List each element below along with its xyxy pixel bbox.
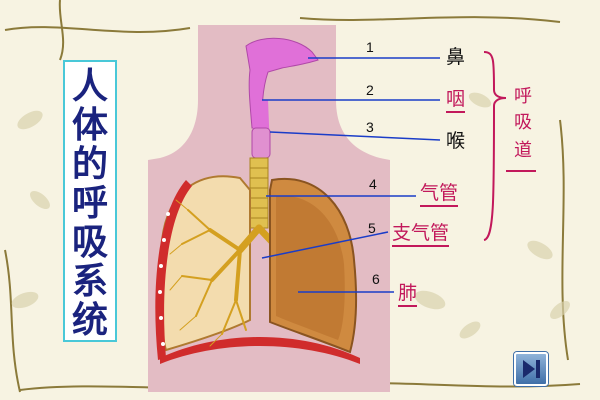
label-larynx: 喉	[446, 130, 466, 152]
larynx	[251, 127, 271, 159]
label-number: 1	[366, 39, 374, 55]
group-label-underline	[506, 170, 536, 172]
label-lung: 肺	[398, 282, 418, 307]
group-label-char: 吸	[514, 112, 532, 133]
group-label-char: 呼	[514, 86, 532, 107]
right-lung-inner	[276, 195, 345, 340]
title-box: 人 体 的 呼 吸 系 统	[63, 60, 117, 342]
airway-brace	[483, 51, 507, 241]
title-char: 吸	[71, 222, 108, 263]
title-char: 呼	[71, 183, 108, 224]
group-label-char: 道	[514, 140, 532, 161]
rib-gaps	[158, 212, 170, 346]
label-number: 6	[372, 271, 380, 287]
trachea	[249, 157, 269, 229]
label-number: 3	[366, 119, 374, 135]
label-pharynx: 咽	[446, 88, 466, 113]
nasal-cavity	[245, 37, 319, 129]
title-char: 的	[71, 144, 108, 185]
leader-lines	[261, 57, 441, 293]
title-char: 人	[71, 66, 108, 107]
next-track-icon	[523, 360, 540, 378]
label-bronchi: 支气管	[392, 222, 450, 247]
diaphragm	[160, 337, 360, 364]
label-number: 5	[368, 220, 376, 236]
rib-cage	[155, 180, 192, 360]
label-number: 4	[369, 176, 377, 192]
title-char: 统	[71, 300, 108, 341]
label-trachea: 气管	[420, 182, 459, 207]
label-number: 2	[366, 82, 374, 98]
title-char: 系	[71, 261, 108, 302]
next-slide-button[interactable]	[514, 352, 548, 386]
leaf-decorations	[11, 92, 570, 339]
title-char: 体	[71, 105, 108, 146]
label-nose: 鼻	[446, 46, 466, 68]
